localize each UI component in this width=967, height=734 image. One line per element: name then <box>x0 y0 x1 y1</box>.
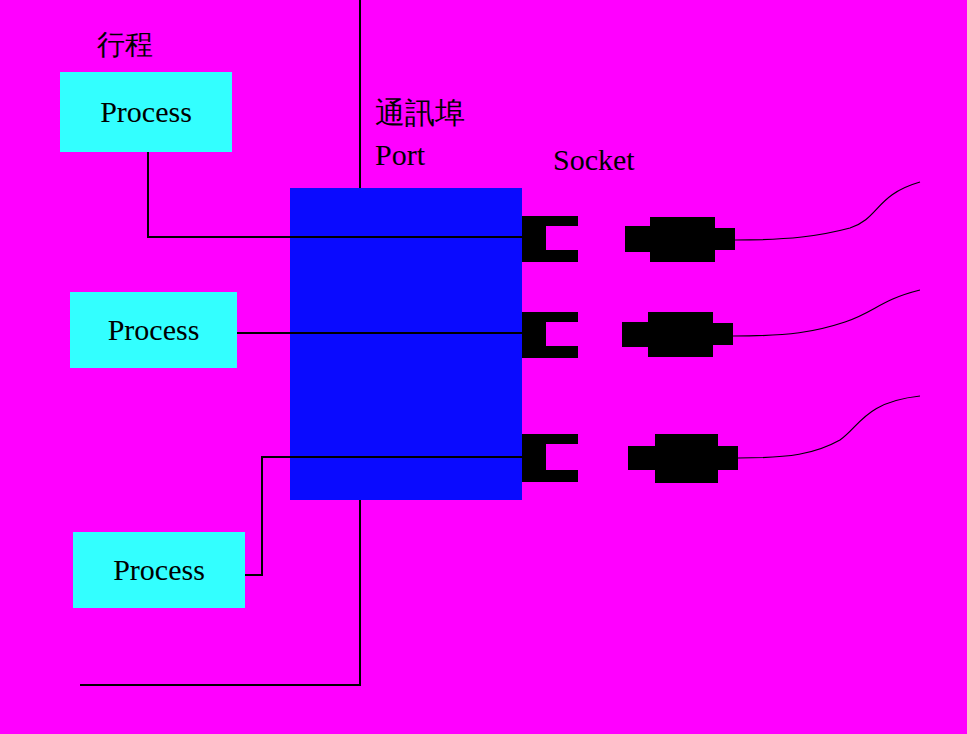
socket-symbol <box>522 434 578 482</box>
socket-symbol <box>522 312 578 358</box>
port-box: 通訊埠 Port <box>290 188 522 500</box>
process-text: Process <box>113 553 205 587</box>
port-wire <box>290 332 524 334</box>
plug-symbol <box>625 217 735 262</box>
connector-line <box>148 152 290 237</box>
process-text: Process <box>100 95 192 129</box>
process-text: Process <box>108 313 200 347</box>
socket-label: Socket <box>553 143 635 177</box>
plug-symbol <box>622 312 733 357</box>
socket-symbol <box>522 216 578 262</box>
cable <box>735 182 920 240</box>
caption-label: 行程 <box>97 26 153 64</box>
cable <box>738 396 920 458</box>
plug-symbol <box>628 434 738 483</box>
port-wire <box>290 456 524 458</box>
cable <box>733 290 920 336</box>
port-wire <box>290 236 524 238</box>
frame-line <box>359 0 361 188</box>
connector-line <box>237 332 290 334</box>
process-box: Process <box>60 72 232 152</box>
port-heading: 通訊埠 Port <box>375 92 485 176</box>
process-box: Process <box>70 292 237 368</box>
process-box: Process <box>73 532 245 608</box>
connector-line <box>245 457 290 575</box>
